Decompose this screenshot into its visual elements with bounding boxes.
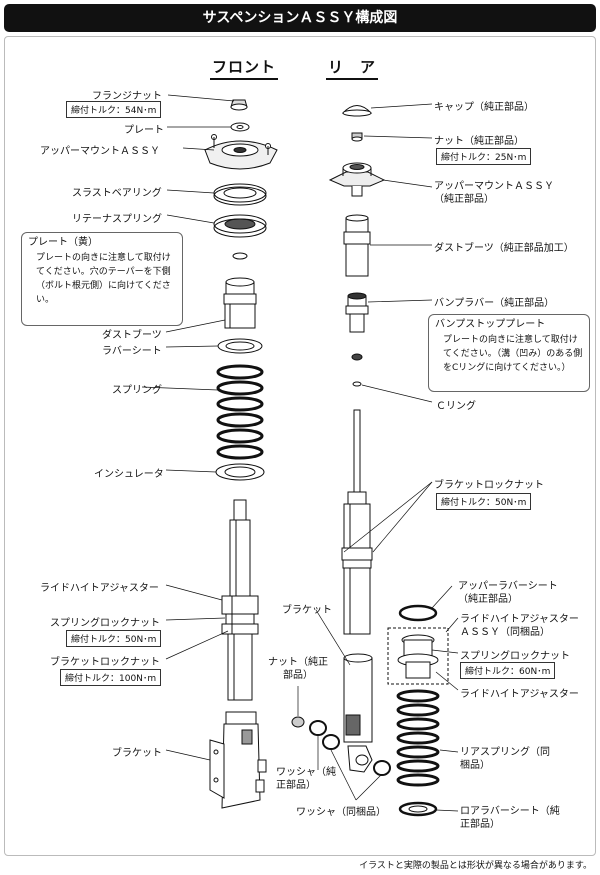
rear-ride-height-adjuster-part — [397, 634, 439, 679]
label-front-spring: スプリング — [112, 385, 162, 396]
label-front-spring-lock-nut: スプリングロックナット — [50, 618, 160, 629]
label-rear-bump-rubber: バンプラバー（純正部品） — [434, 298, 555, 309]
front-insulator-part — [215, 463, 265, 481]
rear-dust-boot-part — [343, 214, 371, 277]
note-front-plate-body: プレートの向きに注意して取付けてください。穴のテーパーを下側（ボルト根元側）に向… — [36, 253, 171, 305]
front-shock-body-part — [229, 499, 251, 603]
rear-upper-rubber-sheet-part — [398, 604, 438, 622]
label-rear-spring: リアスプリング（同梱品） — [460, 747, 550, 771]
label-front-retainer-spring: リテーナスプリング — [72, 214, 162, 225]
label-rear-upper-mount: アッパーマウントＡＳＳＹ（純正部品） — [434, 181, 554, 205]
label-rear-ride-height-adjuster: ライドハイトアジャスター — [460, 689, 579, 700]
rear-nut-washer-parts — [291, 716, 391, 776]
front-dust-boot-part — [223, 277, 257, 329]
front-heading: フロント — [210, 56, 279, 80]
label-rear-washer-included: ワッシャ（同梱品） — [296, 807, 386, 818]
front-plate-yellow-part — [232, 252, 248, 260]
diagram-frame — [4, 36, 596, 856]
rear-lower-rubber-sheet-part — [398, 801, 438, 817]
torque-front-flange-nut: 締付トルク：54N･m — [66, 101, 162, 118]
label-front-plate: プレート — [124, 125, 164, 136]
front-upper-mount-part — [204, 134, 278, 170]
rear-bracket-part — [343, 653, 373, 773]
label-rear-spring-lock-nut: スプリングロックナット — [460, 651, 570, 662]
label-rear-dust-boot: ダストブーツ（純正部品加工） — [434, 243, 574, 254]
note-front-plate-yellow: プレート（黄） プレートの向きに注意して取付けてください。穴のテーパーを下側（ボ… — [21, 232, 183, 326]
note-rear-bump-stop-title: バンプストッププレート — [435, 319, 546, 330]
torque-front-bracket-lock-nut: 締付トルク：100N･m — [60, 669, 162, 686]
label-front-upper-mount: アッパーマウントＡＳＳＹ — [40, 146, 160, 157]
torque-rear-nut: 締付トルク：25N･m — [436, 148, 532, 165]
note-front-plate-title: プレート（黄） — [28, 237, 98, 248]
label-rear-lower-rubber-sheet: ロアラバーシート（純正部品） — [460, 806, 560, 830]
label-rear-nut: ナット（純正部品） — [434, 136, 524, 147]
label-rear-nut-genuine: ナット（純正部品） — [268, 657, 328, 681]
label-front-dust-boot: ダストブーツ — [102, 330, 162, 341]
front-flange-nut-part — [230, 99, 248, 111]
label-rear-cap: キャップ（純正部品） — [434, 102, 534, 113]
rear-bump-rubber-part — [345, 292, 369, 333]
rear-bump-stop-plate-part — [351, 353, 363, 361]
label-front-bracket-lock-nut: ブラケットロックナット — [50, 657, 160, 668]
diagram-title: サスペンションＡＳＳＹ構成図 — [4, 4, 596, 32]
front-ride-height-adjuster-part — [221, 595, 259, 635]
label-front-rubber-sheet: ラバーシート — [102, 346, 162, 357]
label-rear-ride-height-assy: ライドハイトアジャスターＡＳＳＹ（同梱品） — [460, 614, 579, 638]
label-rear-c-ring: Ｃリング — [436, 401, 476, 412]
label-front-bracket: ブラケット — [112, 748, 162, 759]
rear-shock-body-part — [341, 491, 373, 635]
rear-heading: リ ア — [326, 56, 379, 80]
front-thrust-bearing-part — [213, 183, 267, 206]
footer-disclaimer: イラストと実際の製品とは形状が異なる場合があります。 — [359, 861, 592, 871]
front-spring-part — [216, 364, 264, 460]
front-bracket-part — [209, 711, 267, 809]
rear-nut-part — [351, 132, 363, 142]
leader-lines — [141, 94, 459, 812]
label-front-flange-nut: フランジナット — [92, 91, 162, 102]
torque-rear-spring-lock-nut: 締付トルク：60N･m — [460, 662, 556, 679]
front-retainer-spring-part — [213, 214, 267, 238]
front-plate-part — [230, 122, 250, 132]
label-rear-bracket-lock-nut: ブラケットロックナット — [434, 480, 544, 491]
label-front-insulator: インシュレータ — [94, 469, 164, 480]
label-rear-washer-genuine: ワッシャ（純正部品） — [276, 767, 336, 791]
rear-ride-height-assy-box — [387, 627, 449, 685]
front-rubber-sheet-part — [217, 338, 263, 354]
torque-rear-bracket-lock-nut: 締付トルク：50N･m — [436, 493, 532, 510]
rear-spring-part — [396, 689, 440, 787]
rear-upper-mount-part — [328, 162, 386, 197]
rear-c-ring-part — [352, 381, 362, 387]
torque-front-spring-lock-nut: 締付トルク：50N･m — [66, 630, 162, 647]
label-front-ride-height-adjuster: ライドハイトアジャスター — [40, 583, 159, 594]
label-rear-bracket: ブラケット — [282, 605, 332, 616]
note-rear-bump-stop-plate: バンプストッププレート プレートの向きに注意して取付けてください。（溝（凹み）の… — [428, 314, 590, 392]
label-rear-upper-rubber-sheet: アッパーラバーシート（純正部品） — [458, 581, 558, 605]
note-rear-bump-stop-body: プレートの向きに注意して取付けてください。（溝（凹み）のある側をCリングに向けて… — [443, 335, 583, 373]
label-front-thrust-bearing: スラストベアリング — [72, 188, 162, 199]
